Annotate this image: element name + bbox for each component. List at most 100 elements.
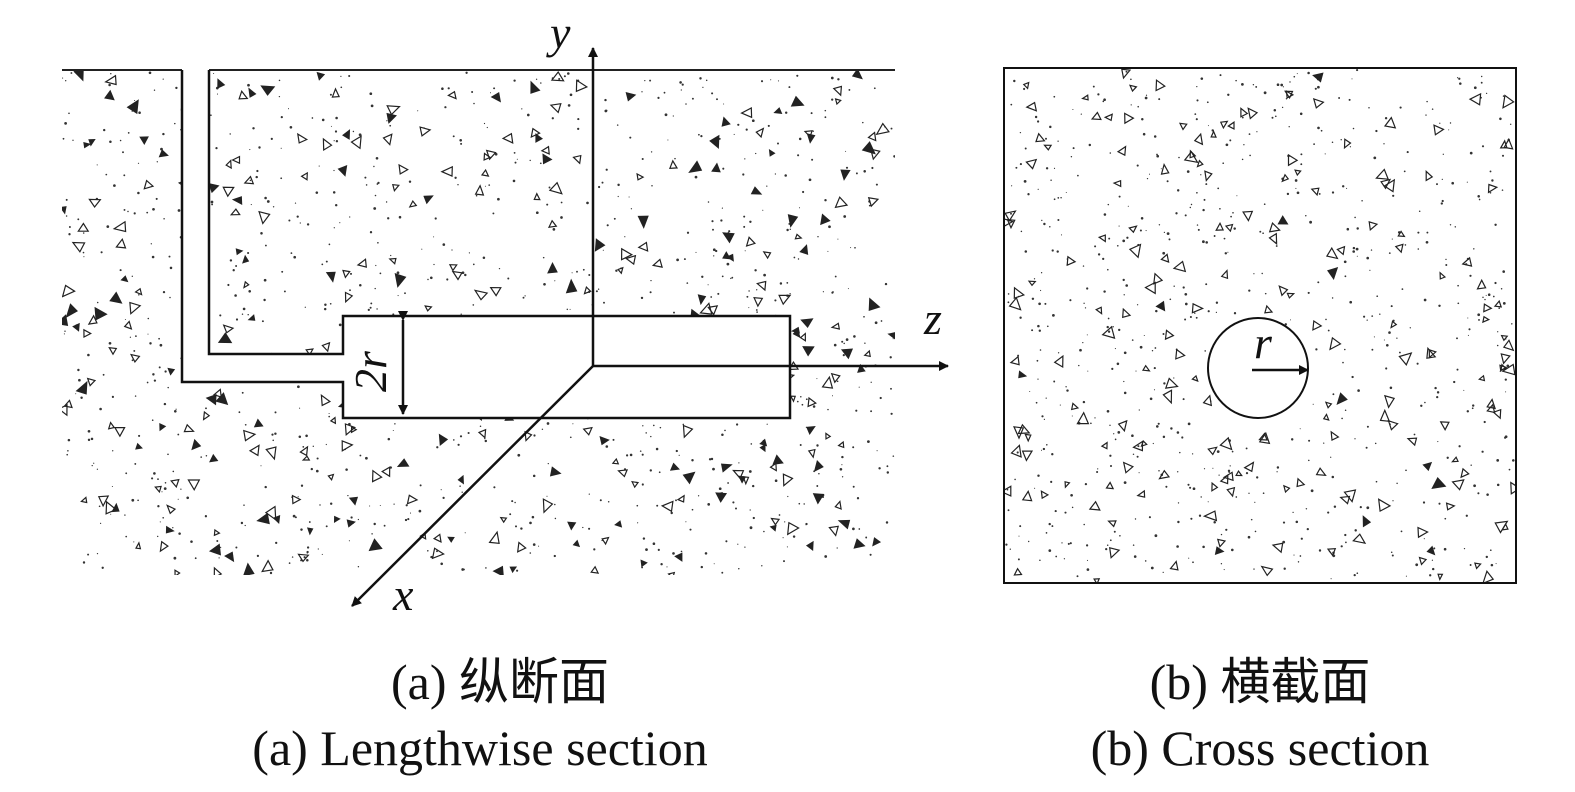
speckle-dot [66,453,69,456]
speckle-dot [306,223,310,226]
aggregate-triangle [1474,562,1482,570]
aggregate-triangle [1500,334,1509,342]
speckle-dot [350,346,353,350]
speckle-dot [1374,442,1377,445]
speckle-dot [1504,378,1507,381]
aggregate-triangle [112,220,127,233]
speckle-dot [691,458,694,462]
aggregate-triangle [825,432,832,440]
speckle-dot [373,522,376,526]
aggregate-triangle [651,258,663,268]
speckle-dot [1044,302,1047,305]
speckle-dot [1227,251,1229,253]
speckle-dot [370,302,373,305]
speckle-dot [639,450,642,452]
speckle-dot [1228,471,1230,473]
speckle-dot [194,557,197,560]
speckle-dot [427,278,429,281]
speckle-dot [582,526,584,529]
aggregate-triangle [1215,221,1225,231]
speckle-dot [1422,501,1426,504]
aggregate-triangle [62,284,76,298]
speckle-dot [695,251,697,253]
aggregate-triangle [134,287,143,296]
speckle-dot [516,569,519,572]
speckle-dot [1398,351,1401,354]
speckle-dot [1292,511,1294,514]
speckle-dot [190,540,193,543]
speckle-dot [266,200,270,203]
speckle-dot [484,439,488,443]
aggregate-triangle [1336,392,1348,406]
speckle-dot [82,561,86,564]
speckle-dot [633,343,636,346]
speckle-dot [238,411,241,414]
speckle-dot [1458,445,1461,448]
aggregate-triangle [1164,377,1179,389]
speckle-dot [802,190,805,194]
speckle-dot [657,548,660,551]
aggregate-triangle [1258,431,1271,445]
speckle-dot [1217,187,1220,190]
aggregate-triangle [802,346,815,357]
speckle-dot [365,456,368,460]
speckle-dot [334,130,338,133]
speckle-dot [698,133,700,136]
aggregate-triangle [123,320,133,330]
speckle-dot [1126,236,1129,239]
speckle-dot [1202,208,1205,212]
speckle-dot [864,342,866,344]
aggregate-triangle [1004,485,1012,497]
speckle-dot [1213,520,1216,524]
speckle-dot [1097,468,1099,470]
speckle-dot [1413,433,1416,436]
aggregate-triangle [1461,256,1473,267]
aggregate-triangle [861,141,876,155]
aggregate-triangle [1451,456,1459,463]
speckle-dot [65,198,68,201]
speckle-dot [1184,302,1188,306]
speckle-dot [167,386,169,389]
aggregate-triangle [533,192,541,201]
speckle-dot [1065,386,1067,388]
speckle-dot [272,439,274,442]
speckle-dot [1376,295,1379,298]
aggregate-triangle [716,492,723,500]
speckle-dot [1148,516,1151,519]
aggregate-triangle [463,348,472,358]
aggregate-triangle [181,197,191,208]
speckle-dot [293,255,297,259]
speckle-dot [1399,106,1402,109]
aggregate-triangle [1503,137,1514,150]
cross-section-frame [1003,67,1517,584]
speckle-dot [370,104,374,108]
aggregate-triangle [1024,433,1032,443]
speckle-dot [812,405,816,408]
speckle-dot [87,429,91,433]
speckle-dot [96,164,98,166]
speckle-dot [858,528,861,530]
speckle-dot [774,173,777,175]
speckle-dot [1229,336,1233,340]
speckle-dot [233,366,235,369]
aggregate-triangle [1025,158,1038,170]
aggregate-triangle [213,528,221,537]
speckle-dot [617,195,619,198]
speckle-dot [460,401,463,404]
speckle-dot [509,395,512,398]
speckle-dot [841,476,844,478]
speckle-dot [112,450,114,452]
speckle-dot [256,169,259,173]
aggregate-triangle [492,565,504,575]
speckle-dot [827,250,829,252]
aggregate-triangle [1387,419,1399,431]
speckle-dot [1446,456,1449,459]
speckle-dot [1216,369,1218,372]
speckle-dot [1429,574,1432,577]
aggregate-triangle [113,427,126,438]
speckle-dot [459,139,463,142]
aggregate-triangle [1422,461,1433,472]
speckle-dot [1248,492,1250,494]
speckle-dot [1106,409,1110,413]
speckle-dot [125,535,128,538]
